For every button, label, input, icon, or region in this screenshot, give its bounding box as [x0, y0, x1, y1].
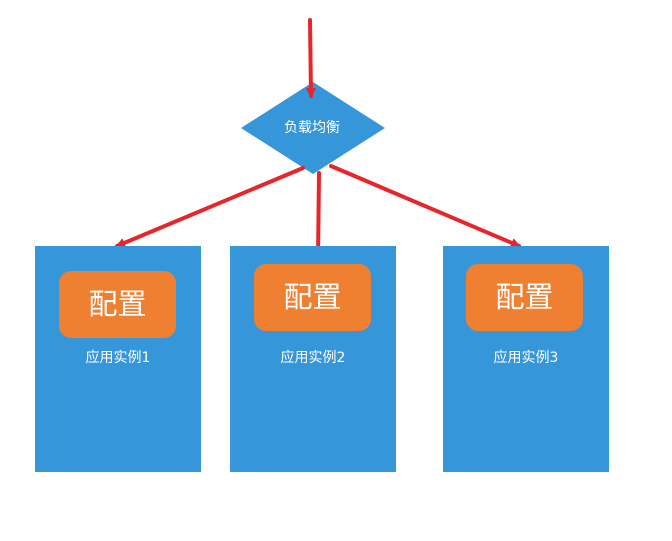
- config-box-3: 配置: [466, 264, 583, 331]
- app-instance-label-1: 应用实例1: [85, 350, 151, 366]
- app-instance-3: 配置 应用实例3: [443, 246, 609, 472]
- arrow-to-instance-3: [329, 164, 521, 248]
- app-instance-2: 配置 应用实例2: [230, 246, 396, 472]
- load-balancer-diamond: [241, 82, 385, 174]
- config-box-2: 配置: [254, 264, 371, 331]
- app-instance-label-2: 应用实例2: [280, 350, 346, 366]
- load-balancer-label: 负载均衡: [284, 120, 340, 136]
- app-instance-1: 配置 应用实例1: [35, 246, 201, 472]
- incoming-arrow: [305, 18, 316, 98]
- arrow-to-instance-1: [115, 166, 305, 248]
- arrow-to-instance-2: [313, 171, 324, 261]
- config-box-1: 配置: [59, 271, 176, 338]
- app-instance-label-3: 应用实例3: [493, 350, 559, 366]
